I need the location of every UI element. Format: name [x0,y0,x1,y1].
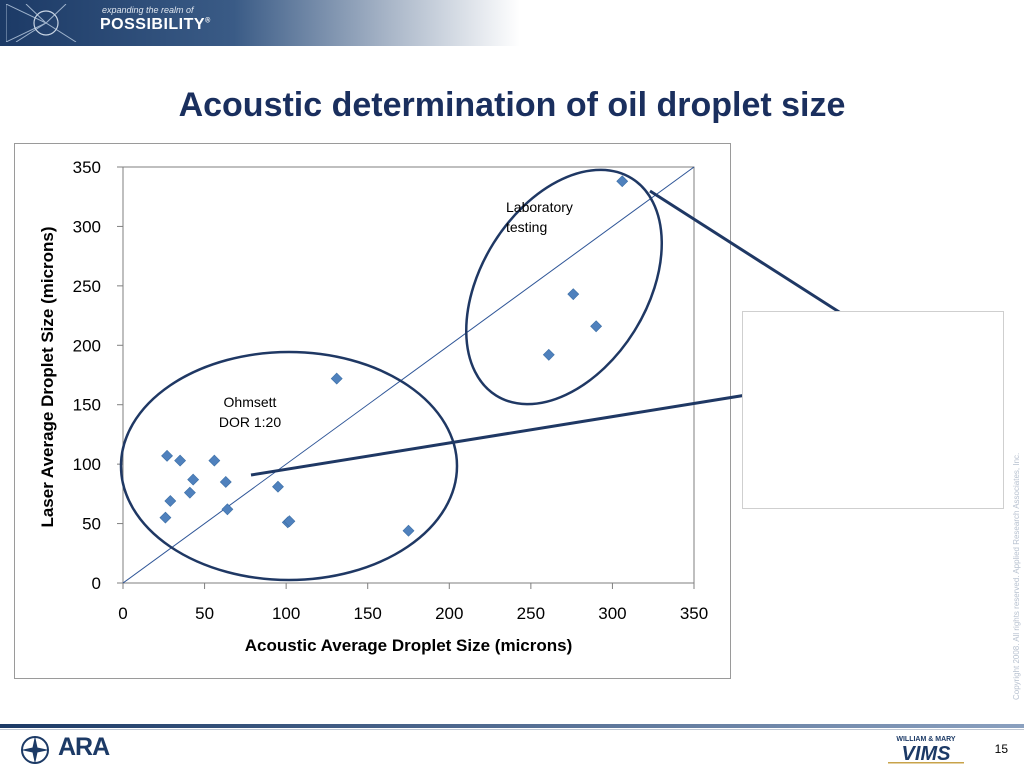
footer-rule-thin [0,729,1024,730]
header-tagline: expanding the realm of [102,5,194,15]
svg-text:WILLIAM & MARY: WILLIAM & MARY [896,736,956,743]
svg-text:VIMS: VIMS [902,743,952,765]
header-brand: POSSIBILITY® [100,16,211,33]
copyright-watermark: Copyright 2008. All rights reserved. App… [1012,452,1021,700]
ara-star-emblem-icon [6,4,77,42]
ara-compass-icon [21,736,49,764]
slide-title: Acoustic determination of oil droplet si… [178,86,846,124]
vims-logo: WILLIAM & MARY VIMS [888,736,964,765]
inset-chart-frame [742,311,1004,509]
ara-logo: ARA [58,733,110,761]
page-number: 15 [994,742,1008,756]
main-chart-frame [14,143,731,679]
header-banner: expanding the realm of POSSIBILITY® [0,0,520,46]
footer-rule [0,724,1024,728]
